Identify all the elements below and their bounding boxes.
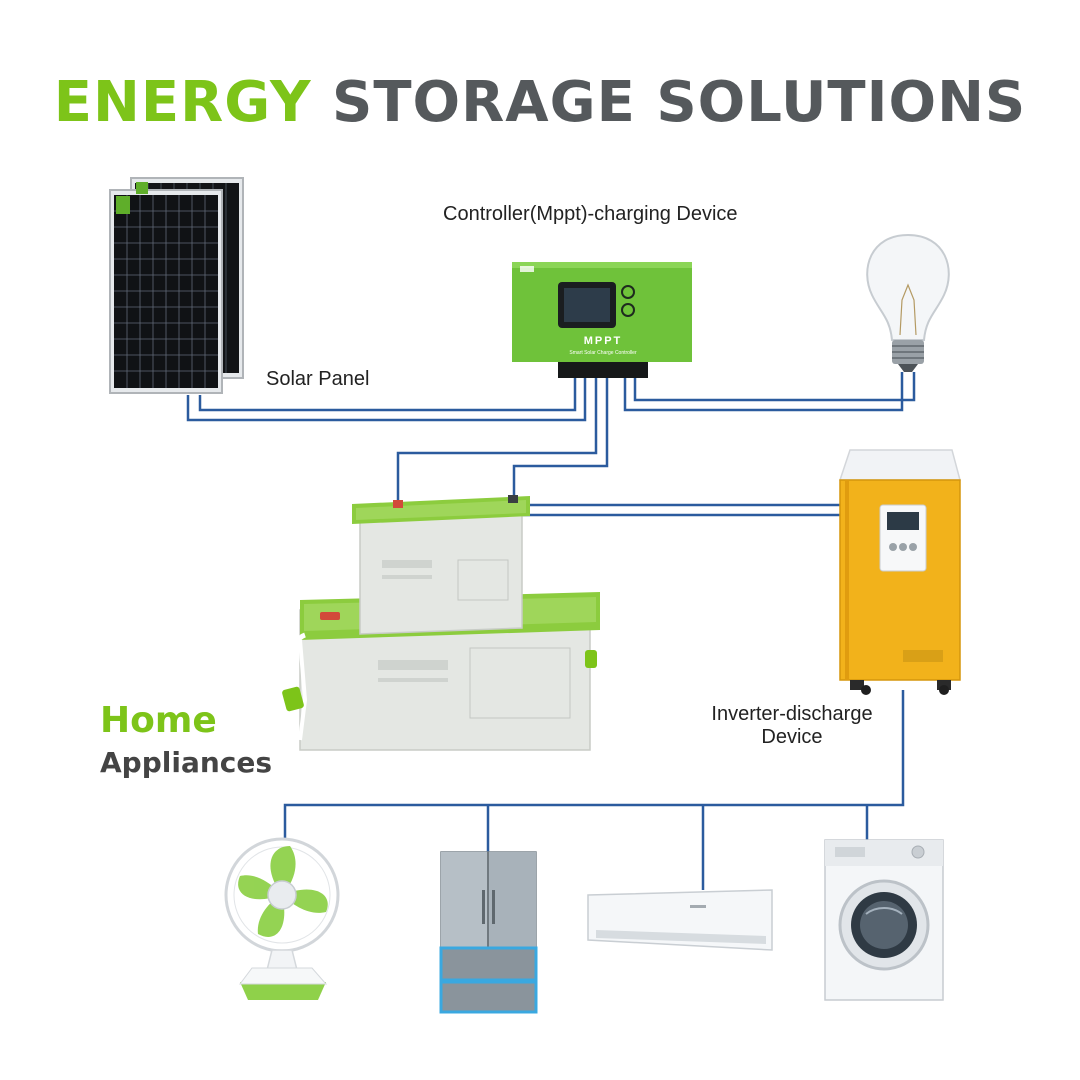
inverter-label-line2: Device (761, 726, 823, 748)
mppt-sublabel: Smart Solar Charge Controller (569, 350, 637, 356)
wire-battery-positive (396, 378, 598, 505)
inverter-label-line1: Inverter-discharge (711, 703, 873, 725)
battery-small-icon (352, 495, 530, 635)
title-energy: ENERGY (53, 70, 312, 135)
wire-bulb-positive (623, 372, 904, 412)
light-bulb-icon (866, 233, 950, 372)
appliances-heading: Appliances (100, 746, 273, 779)
controller-label: Controller(Mppt)-charging Device (443, 203, 738, 225)
air-conditioner-icon (587, 889, 773, 951)
mppt-controller-icon: MPPT Smart Solar Charge Controller (512, 262, 692, 378)
wire-battery-negative (512, 378, 609, 500)
solar-panel-icon (109, 177, 244, 394)
wire-solar-positive (198, 378, 577, 412)
wiring (186, 372, 916, 890)
fan-icon (224, 837, 340, 1000)
mppt-label: MPPT (584, 335, 623, 347)
wire-bulb-negative (633, 372, 916, 402)
inverter-label: Inverter-discharge Device (702, 703, 882, 749)
page-title: ENERGY STORAGE SOLUTIONS (0, 70, 1080, 135)
wire-solar-negative (186, 378, 587, 422)
wire-appliance-bus (283, 690, 905, 840)
inverter-icon (838, 449, 961, 695)
refrigerator-icon (439, 851, 538, 1014)
title-storage-solutions: STORAGE SOLUTIONS (332, 70, 1027, 135)
home-heading: Home (100, 700, 217, 741)
washing-machine-icon (824, 839, 944, 1001)
solar-panel-label: Solar Panel (266, 368, 370, 390)
